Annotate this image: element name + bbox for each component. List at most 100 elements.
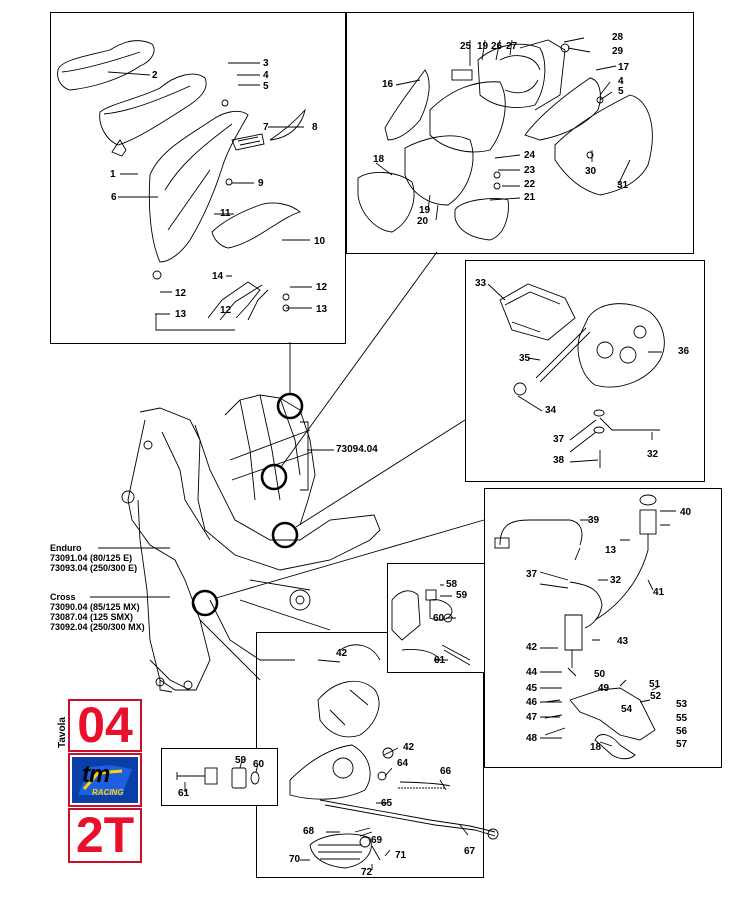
cross-line-3: 73092.04 (250/300 MX) [50, 622, 145, 632]
callout-2: 2 [152, 70, 158, 81]
callout-22: 22 [524, 179, 536, 190]
tm-logo-racing: RACING [92, 788, 124, 797]
callout-34: 34 [545, 405, 557, 416]
callout-38: 38 [553, 455, 565, 466]
callout-5: 5 [263, 81, 269, 92]
callout-23: 23 [524, 165, 536, 176]
callout-3: 3 [263, 58, 269, 69]
engine-type-box: 2T [68, 808, 142, 863]
callout-50: 50 [594, 669, 606, 680]
callout-54: 54 [621, 704, 633, 715]
callout-42: 42 [526, 642, 538, 653]
callout-12c: 12 [316, 282, 328, 293]
callout-56: 56 [676, 726, 688, 737]
callout-25: 25 [460, 41, 472, 52]
tavola-number-box: 04 [68, 699, 142, 752]
cross-title: Cross [50, 592, 76, 602]
callout-18: 18 [373, 154, 385, 165]
callout-47: 47 [526, 712, 538, 723]
seat-fender-panel [50, 12, 346, 344]
callout-29: 29 [612, 46, 624, 57]
engine-type: 2T [75, 807, 135, 863]
callout-48: 48 [526, 733, 538, 744]
callout-4: 4 [263, 70, 269, 81]
callout-45: 45 [526, 683, 538, 694]
callout-53: 53 [676, 699, 688, 710]
engine-mount-panel [387, 563, 485, 673]
callout-32b: 32 [610, 575, 622, 586]
callout-52: 52 [650, 691, 662, 702]
callout-41: 41 [653, 587, 665, 598]
enduro-line-1: 73091.04 (80/125 E) [50, 553, 133, 563]
callout-69: 69 [371, 835, 383, 846]
callout-26: 26 [491, 41, 503, 52]
callout-9: 9 [258, 178, 264, 189]
callout-13b: 13 [316, 304, 328, 315]
tm-racing-logo: tm RACING [68, 753, 142, 807]
rear-brake-panel [484, 488, 722, 768]
callout-14: 14 [212, 271, 224, 282]
callout-55: 55 [676, 713, 688, 724]
callout-17: 17 [618, 62, 630, 73]
callout-21: 21 [524, 192, 536, 203]
callout-37: 37 [553, 434, 565, 445]
callout-13c: 13 [605, 545, 617, 556]
frame-part-code: 73094.04 [336, 444, 378, 455]
callout-42b: 42 [336, 648, 348, 659]
callout-65: 65 [381, 798, 393, 809]
cross-line-2: 73087.04 (125 SMX) [50, 612, 134, 622]
callout-64: 64 [397, 758, 409, 769]
callout-51: 51 [649, 679, 661, 690]
tm-logo-graphic [72, 757, 138, 803]
callout-36: 36 [678, 346, 690, 357]
tavola-label: Tavola [57, 717, 68, 748]
callout-33: 33 [475, 278, 487, 289]
callout-60b: 60 [253, 759, 265, 770]
enduro-line-2: 73093.04 (250/300 E) [50, 563, 138, 573]
cross-line-1: 73090.04 (85/125 MX) [50, 602, 140, 612]
callout-39: 39 [588, 515, 600, 526]
callout-60: 60 [433, 613, 445, 624]
callout-4b: 4 [618, 76, 624, 87]
callout-19a: 19 [477, 41, 489, 52]
callout-12a: 12 [175, 288, 187, 299]
callout-6: 6 [111, 192, 117, 203]
callout-28: 28 [612, 32, 624, 43]
callout-31: 31 [617, 180, 629, 191]
callout-59b: 59 [235, 755, 247, 766]
callout-5b: 5 [618, 86, 624, 97]
callout-19b: 19 [419, 205, 431, 216]
callout-13a: 13 [175, 309, 187, 320]
callout-7: 7 [263, 122, 269, 133]
callout-72: 72 [361, 867, 373, 878]
callout-59: 59 [456, 590, 468, 601]
callout-58: 58 [446, 579, 458, 590]
callout-61: 61 [434, 655, 446, 666]
callout-8: 8 [312, 122, 318, 133]
callout-43: 43 [617, 636, 629, 647]
callout-70: 70 [289, 854, 301, 865]
callout-24: 24 [524, 150, 536, 161]
callout-10: 10 [314, 236, 326, 247]
tm-logo-brand: tm [82, 761, 110, 788]
callout-16: 16 [382, 79, 394, 90]
callout-37b: 37 [526, 569, 538, 580]
callout-18b: 18 [590, 742, 602, 753]
tavola-number: 04 [77, 697, 133, 753]
enduro-title: Enduro [50, 543, 82, 553]
callout-35: 35 [519, 353, 531, 364]
callout-12b: 12 [220, 305, 232, 316]
airbox-panel [346, 12, 694, 254]
callout-20: 20 [417, 216, 429, 227]
callout-67: 67 [464, 846, 476, 857]
callout-1: 1 [110, 169, 116, 180]
callout-49: 49 [598, 683, 610, 694]
callout-57: 57 [676, 739, 688, 750]
callout-27: 27 [506, 41, 518, 52]
callout-32: 32 [647, 449, 659, 460]
callout-66: 66 [440, 766, 452, 777]
callout-40: 40 [680, 507, 692, 518]
callout-46: 46 [526, 697, 538, 708]
callout-71: 71 [395, 850, 407, 861]
callout-61b: 61 [178, 788, 190, 799]
